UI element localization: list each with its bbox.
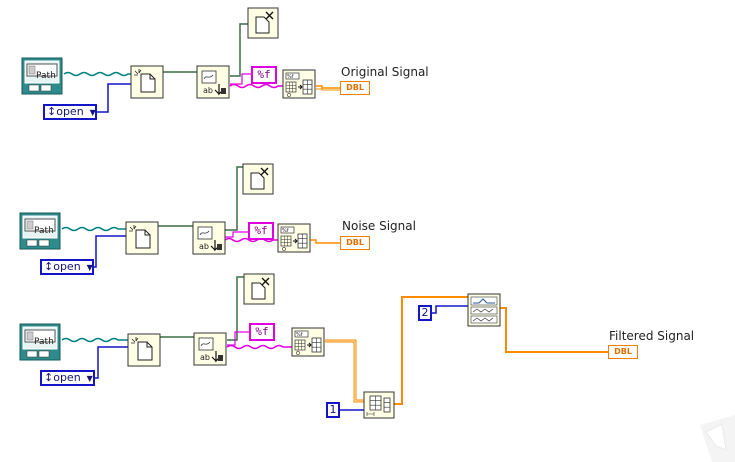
format-string-constant[interactable]: %f [249, 323, 275, 341]
output-label-original: Original Signal [341, 65, 429, 79]
filter-vi-icon[interactable] [467, 293, 501, 327]
dbl-indicator-original[interactable]: DBL [340, 81, 370, 95]
output-label-noise: Noise Signal [342, 219, 416, 233]
close-file-icon[interactable] [242, 163, 274, 195]
dbl-indicator-noise[interactable]: DBL [340, 236, 370, 250]
open-file-icon[interactable] [127, 333, 161, 367]
open-mode-enum[interactable]: ↕open▼ [40, 370, 95, 386]
path-constant-label: Path [36, 71, 56, 81]
row-1-wires [63, 23, 340, 113]
dropdown-arrow-icon[interactable]: ▼ [86, 263, 93, 272]
path-constant-label: Path [34, 226, 54, 236]
cursor-icon [700, 415, 735, 462]
row-2-wires [61, 166, 340, 268]
read-spreadsheet-icon[interactable] [196, 65, 230, 99]
format-string-constant[interactable]: %f [251, 66, 277, 84]
row-3-wires [61, 276, 608, 411]
enum-arrows-icon: ↕ [44, 260, 54, 273]
format-string-constant[interactable]: %f [248, 222, 274, 240]
dropdown-arrow-icon[interactable]: ▼ [86, 374, 93, 383]
open-file-icon[interactable] [125, 221, 159, 255]
read-spreadsheet-icon[interactable] [193, 332, 227, 366]
index-constant[interactable]: 1 [326, 402, 340, 418]
open-file-icon[interactable] [130, 65, 164, 99]
dbl-indicator-filtered[interactable]: DBL [608, 345, 638, 359]
read-spreadsheet-icon[interactable] [192, 221, 226, 255]
path-constant-label: Path [34, 337, 54, 347]
close-file-icon[interactable] [243, 273, 275, 305]
string-to-array-icon[interactable] [291, 327, 325, 357]
filter-param-constant[interactable]: 2 [418, 305, 432, 321]
output-label-filtered: Filtered Signal [609, 329, 695, 343]
enum-arrows-icon: ↕ [44, 371, 54, 384]
open-mode-enum[interactable]: ↕open▼ [43, 104, 97, 120]
close-file-icon[interactable] [247, 7, 279, 39]
dropdown-arrow-icon[interactable]: ▼ [89, 108, 96, 117]
string-to-array-icon[interactable] [277, 223, 311, 253]
index-array-icon[interactable] [363, 391, 395, 419]
open-mode-enum[interactable]: ↕open▼ [40, 259, 94, 275]
enum-arrows-icon: ↕ [47, 105, 57, 118]
string-to-array-icon[interactable] [282, 69, 316, 99]
